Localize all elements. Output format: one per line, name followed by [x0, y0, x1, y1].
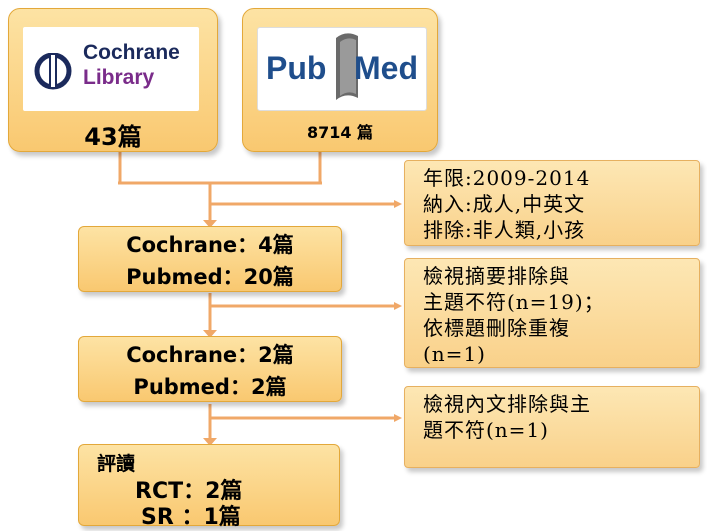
pubmed-logo-icon: [336, 33, 358, 100]
final-rct: RCT：2篇: [135, 479, 243, 504]
criteria-inclusion: 納入:成人,中英文: [423, 192, 586, 216]
connector-arrowheads: [203, 200, 402, 446]
step2-box: Cochrane：2篇 Pubmed：2篇: [78, 336, 342, 402]
fulltext-note-line1: 檢視內文排除與主: [423, 392, 591, 416]
final-heading: 評讀: [97, 453, 136, 475]
final-sr: SR ：1篇: [141, 505, 241, 530]
pubmed-logo: Pub Med: [257, 27, 427, 111]
abstract-note-line3: 依標題刪除重複: [423, 316, 570, 340]
pubmed-source-box: Pub Med 8714 篇: [242, 8, 438, 152]
abstract-note-line1: 檢視摘要排除與: [423, 264, 570, 288]
abstract-screening-note: 檢視摘要排除與 主題不符(n=19)； 依標題刪除重複 (n=1): [404, 258, 700, 368]
criteria-exclusion: 排除:非人類,小孩: [423, 218, 586, 242]
cochrane-source-box: Cochrane Library 43篇: [8, 8, 218, 152]
step1-box: Cochrane：4篇 Pubmed：20篇: [78, 226, 342, 292]
pubmed-logo-text-right: Med: [354, 50, 418, 86]
criteria-note: 年限:2009-2014 納入:成人,中英文 排除:非人類,小孩: [404, 160, 700, 246]
cochrane-logo-icon: [34, 53, 72, 90]
library-logo-text: Library: [83, 66, 155, 89]
final-box: 評讀 RCT：2篇 SR ：1篇: [78, 444, 340, 530]
fulltext-screening-note: 檢視內文排除與主 題不符(n=1): [404, 386, 700, 468]
cochrane-count: 43篇: [84, 123, 142, 151]
criteria-years: 年限:2009-2014: [423, 166, 591, 190]
cochrane-library-logo: Cochrane Library: [23, 27, 199, 111]
step2-cochrane: Cochrane：2篇: [126, 343, 294, 367]
abstract-note-line4: (n=1): [423, 342, 486, 366]
abstract-note-line2: 主題不符(n=19)；: [423, 290, 605, 314]
step2-pubmed: Pubmed：2篇: [133, 375, 287, 399]
step1-cochrane: Cochrane：4篇: [126, 233, 294, 257]
cochrane-logo-text: Cochrane: [83, 41, 180, 64]
connector-lines: [118, 152, 396, 440]
pubmed-count: 8714 篇: [306, 123, 374, 142]
fulltext-note-line2: 題不符(n=1): [423, 418, 549, 442]
step1-pubmed: Pubmed：20篇: [126, 265, 294, 289]
pubmed-logo-text-left: Pub: [266, 50, 327, 86]
